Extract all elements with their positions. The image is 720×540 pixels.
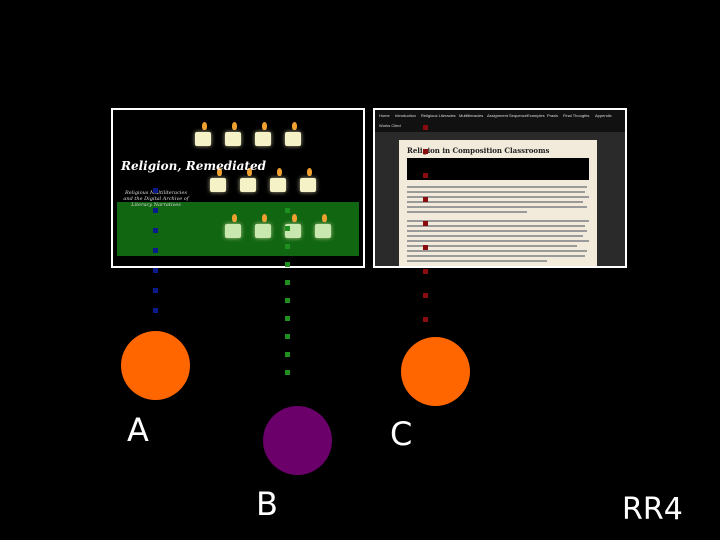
nav-item: Final Thoughts: [563, 113, 590, 118]
candle-icon: [195, 132, 211, 146]
connector-dot: [285, 208, 290, 213]
text-line: [407, 186, 587, 188]
text-line: [407, 211, 527, 213]
book-cover-thumbnail: Religion, Remediated Religious Multilite…: [111, 108, 365, 268]
marker-circle-a: [121, 331, 190, 400]
connector-dot: [153, 188, 158, 193]
marker-circle-b: [263, 406, 332, 475]
connector-dot: [285, 280, 290, 285]
connector-dot: [153, 308, 158, 313]
flame-icon: [232, 122, 237, 130]
nav-item: Multiliteracies: [459, 113, 484, 118]
nav-item: Praxis: [547, 113, 559, 118]
text-line: [407, 260, 547, 262]
text-line: [407, 245, 577, 247]
candle-icon: [285, 132, 301, 146]
connector-dot: [285, 244, 290, 249]
connector-dot: [285, 334, 290, 339]
connector-dot: [153, 208, 158, 213]
site-nav-bar: Home Introduction Religious Literacies M…: [375, 110, 625, 132]
flame-icon: [307, 168, 312, 176]
nav-item: Religious Literacies: [421, 113, 456, 118]
connector-dot: [423, 317, 428, 322]
candle-icon: [315, 224, 331, 238]
connector-dot: [423, 245, 428, 250]
nav-item: Appendix: [595, 113, 612, 118]
text-line: [407, 240, 589, 242]
marker-label-b: B: [256, 485, 278, 523]
webpage-thumbnail: Home Introduction Religious Literacies M…: [373, 108, 627, 268]
connector-dot: [423, 269, 428, 274]
article-title: Religion in Composition Classrooms: [407, 146, 550, 155]
candle-icon: [255, 224, 271, 238]
connector-dot: [285, 370, 290, 375]
nav-item: Works Cited: [379, 123, 401, 128]
text-line: [407, 191, 585, 193]
flame-icon: [277, 168, 282, 176]
connector-dot: [285, 298, 290, 303]
connector-dot: [285, 262, 290, 267]
connector-dot: [423, 125, 428, 130]
flame-icon: [247, 168, 252, 176]
flame-icon: [217, 168, 222, 176]
book-title: Religion, Remediated: [121, 159, 266, 173]
connector-dot: [423, 197, 428, 202]
candle-icon: [210, 178, 226, 192]
text-line: [407, 220, 589, 222]
candle-icon: [240, 178, 256, 192]
text-line: [407, 201, 583, 203]
connector-dot: [153, 228, 158, 233]
marker-circle-c: [401, 337, 470, 406]
candle-icon: [300, 178, 316, 192]
text-line: [407, 235, 583, 237]
connector-dot: [153, 288, 158, 293]
nav-item: Introduction: [395, 113, 416, 118]
text-line: [407, 250, 587, 252]
candle-icon: [225, 224, 241, 238]
connector-dot: [423, 221, 428, 226]
flame-icon: [262, 214, 267, 222]
flame-icon: [232, 214, 237, 222]
text-line: [407, 230, 587, 232]
connector-dot: [423, 293, 428, 298]
text-line: [407, 196, 589, 198]
connector-dot: [285, 352, 290, 357]
connector-dot: [423, 173, 428, 178]
flame-icon: [262, 122, 267, 130]
article-banner-image: [407, 158, 589, 180]
flame-icon: [292, 214, 297, 222]
slide-tag: RR4: [622, 492, 683, 527]
nav-item: Examples: [527, 113, 545, 118]
marker-label-c: C: [390, 415, 413, 453]
connector-dot: [423, 149, 428, 154]
marker-label-a: A: [127, 411, 149, 449]
text-line: [407, 255, 585, 257]
connector-dot: [285, 316, 290, 321]
article-page: Religion in Composition Classrooms: [399, 140, 597, 266]
candle-icon: [225, 132, 241, 146]
nav-item: Home: [379, 113, 390, 118]
connector-dot: [153, 268, 158, 273]
flame-icon: [322, 214, 327, 222]
candle-icon: [255, 132, 271, 146]
nav-item: Assignment Sequence: [487, 113, 528, 118]
text-line: [407, 225, 585, 227]
candle-icon: [270, 178, 286, 192]
flame-icon: [292, 122, 297, 130]
flame-icon: [202, 122, 207, 130]
connector-dot: [285, 226, 290, 231]
text-line: [407, 206, 587, 208]
connector-dot: [153, 248, 158, 253]
book-subtitle: Religious Multiliteracies and the Digita…: [123, 190, 189, 208]
